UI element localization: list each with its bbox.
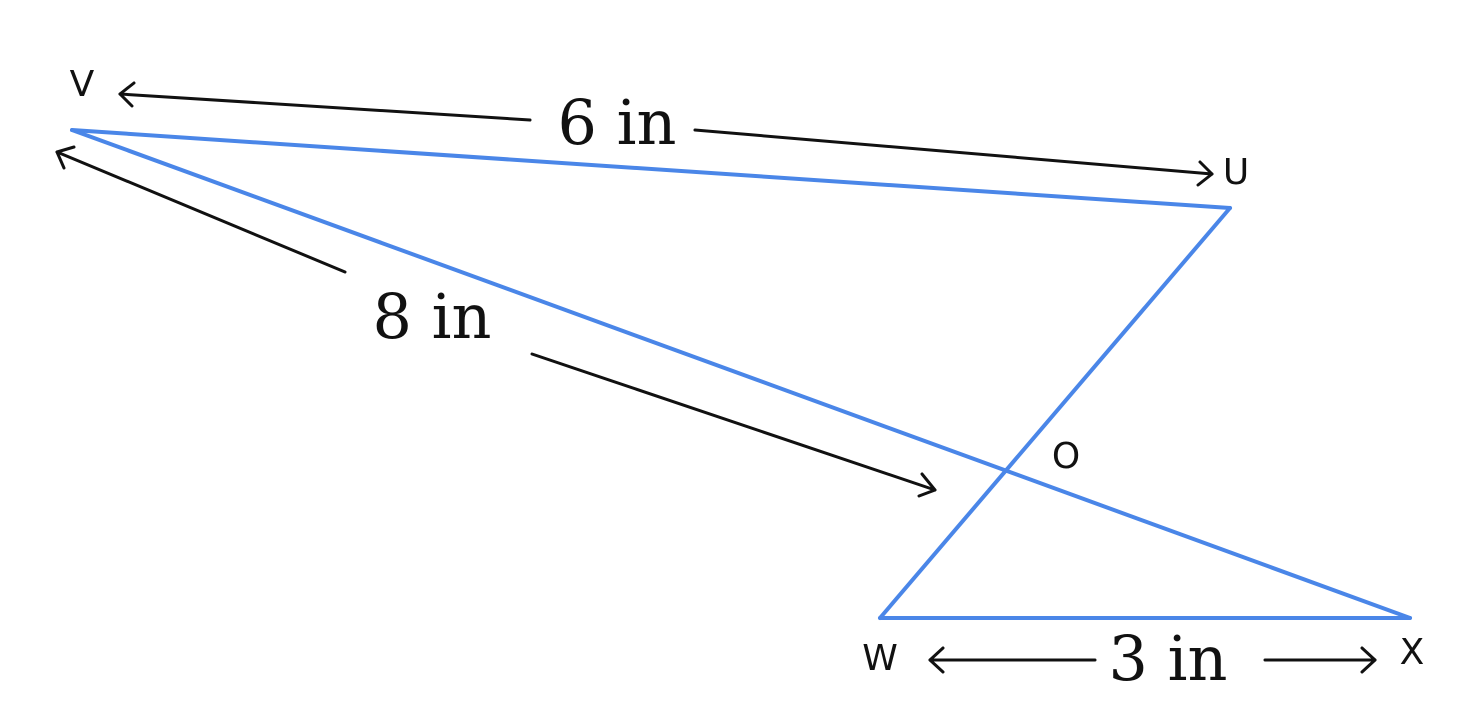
dimension-line-vo-lower (530, 352, 937, 492)
vertex-label-x: X (1400, 632, 1425, 673)
measurement-label-vu: 6 in (558, 86, 677, 159)
vertex-label-u: U (1223, 152, 1249, 193)
arrowhead-right-icon (1196, 160, 1214, 187)
arrowhead-up-left-icon (55, 145, 76, 170)
vertex-label-v: V (70, 64, 95, 105)
measurement-label-vo: 8 in (373, 280, 492, 353)
segment-uw (878, 206, 1232, 620)
dimension-line-vu-right (693, 128, 1214, 176)
dimension-arrow-vo: 8 in (55, 145, 937, 498)
measurement-label-wx: 3 in (1109, 622, 1228, 695)
dimension-arrow-vu: 6 in (118, 81, 1214, 187)
dimension-line-vu-left (118, 92, 532, 122)
dimension-arrow-wx: 3 in (928, 622, 1377, 695)
segment-vx (70, 128, 1412, 620)
vertex-label-w: W (862, 638, 898, 679)
arrowhead-down-right-icon (917, 472, 937, 498)
segment-vu (70, 128, 1232, 210)
vertex-label-o: O (1052, 436, 1080, 477)
arrowhead-left-icon (118, 81, 136, 108)
arrowhead-right-icon (1360, 646, 1377, 674)
arrowhead-left-icon (928, 646, 945, 674)
dimension-line-vo-upper (55, 150, 347, 274)
